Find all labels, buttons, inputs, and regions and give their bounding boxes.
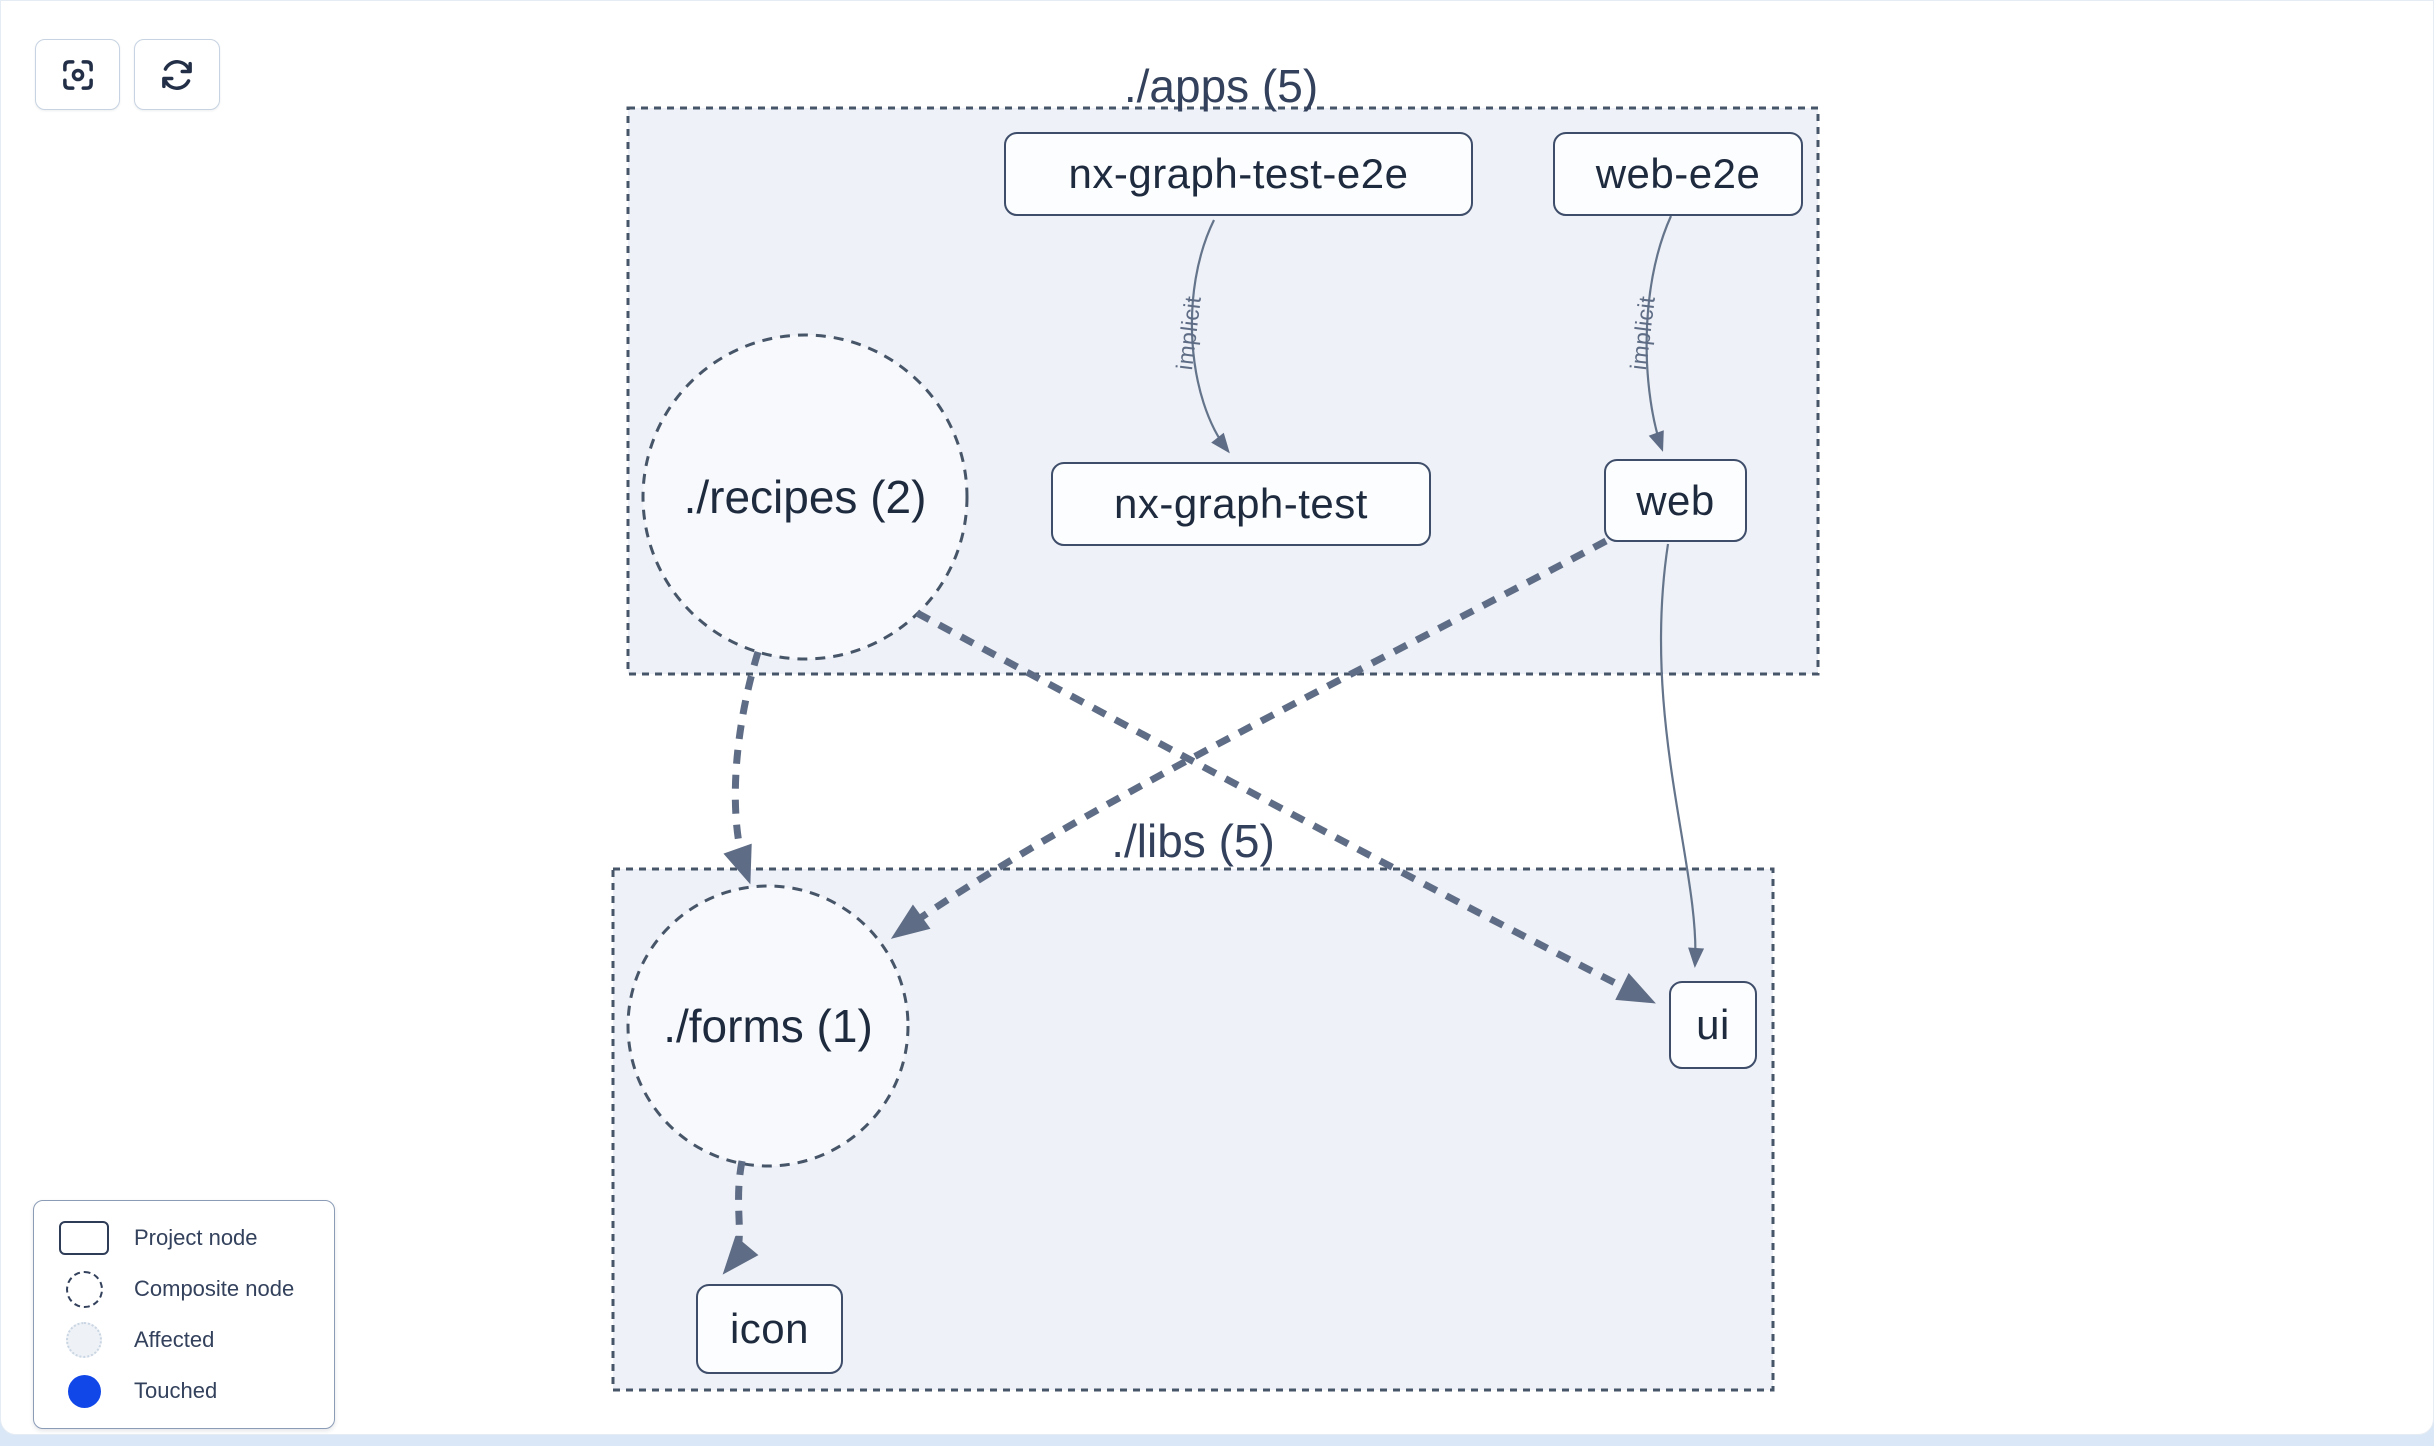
project-node-nx-graph-test[interactable]: nx-graph-test bbox=[1051, 462, 1431, 546]
edge-recipes-to-ui bbox=[915, 609, 1656, 1004]
focus-icon bbox=[62, 59, 93, 90]
edge-nx-graph-test-e2e-to-nx-graph-test bbox=[1190, 219, 1230, 454]
group-label-apps: ./apps (5) bbox=[1123, 60, 1319, 112]
project-node-icon[interactable]: icon bbox=[696, 1284, 843, 1374]
composite-node-forms-label[interactable]: ./forms (1) bbox=[663, 1000, 873, 1052]
legend-item-touched: Touched bbox=[34, 1369, 334, 1413]
legend-item-project-node: Project node bbox=[34, 1216, 334, 1260]
project-node-web-e2e[interactable]: web-e2e bbox=[1553, 132, 1803, 216]
affected-swatch bbox=[66, 1322, 102, 1358]
legend: Project node Composite node Affected Tou… bbox=[33, 1200, 335, 1429]
composite-node-recipes-circle[interactable] bbox=[641, 333, 969, 661]
edge-web-e2e-to-web bbox=[1645, 215, 1673, 452]
refresh-graph-button[interactable] bbox=[134, 39, 220, 110]
project-node-web[interactable]: web bbox=[1604, 459, 1747, 542]
legend-item-composite-node: Composite node bbox=[34, 1267, 334, 1311]
touched-swatch bbox=[67, 1374, 101, 1408]
legend-item-affected: Affected bbox=[34, 1318, 334, 1362]
legend-label: Project node bbox=[134, 1225, 258, 1250]
center-graph-button[interactable] bbox=[35, 39, 120, 110]
project-node-ui[interactable]: ui bbox=[1669, 981, 1757, 1069]
legend-label: Touched bbox=[134, 1378, 218, 1403]
composite-node-forms-circle[interactable] bbox=[626, 884, 910, 1168]
edge-forms-to-icon bbox=[722, 1160, 759, 1275]
project-node-swatch bbox=[59, 1221, 109, 1255]
refresh-icon bbox=[162, 59, 192, 90]
composite-node-swatch bbox=[65, 1270, 103, 1308]
legend-label: Composite node bbox=[134, 1276, 295, 1301]
edge-recipes-to-forms bbox=[723, 650, 762, 885]
legend-label: Affected bbox=[134, 1327, 215, 1352]
composite-node-recipes-label[interactable]: ./recipes (2) bbox=[683, 471, 927, 523]
edge-web-to-ui bbox=[1659, 543, 1705, 968]
project-node-nx-graph-test-e2e[interactable]: nx-graph-test-e2e bbox=[1004, 132, 1473, 216]
edge-web-to-forms bbox=[890, 537, 1608, 939]
group-label-libs: ./libs (5) bbox=[1111, 815, 1275, 867]
